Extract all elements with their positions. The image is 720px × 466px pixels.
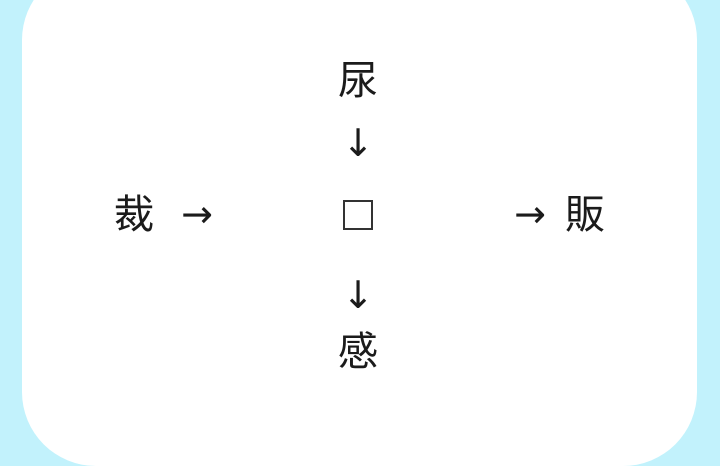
kanji-right: 販 <box>565 192 605 238</box>
kanji-top: 尿 <box>338 58 378 104</box>
kanji-bottom: 感 <box>338 329 378 375</box>
puzzle-canvas: 尿 ↓ 裁 → → 販 ↓ 感 <box>22 0 697 466</box>
kanji-cross-puzzle: 尿 ↓ 裁 → → 販 ↓ 感 <box>114 58 605 375</box>
white-card-panel <box>22 0 697 466</box>
arrow-right-left-icon: → <box>181 192 213 236</box>
kanji-left: 裁 <box>114 192 154 238</box>
arrow-down-bottom-icon: ↓ <box>342 273 374 317</box>
arrow-down-top-icon: ↓ <box>342 121 374 165</box>
answer-box-center[interactable] <box>343 200 373 230</box>
arrow-right-right-icon: → <box>514 192 546 236</box>
